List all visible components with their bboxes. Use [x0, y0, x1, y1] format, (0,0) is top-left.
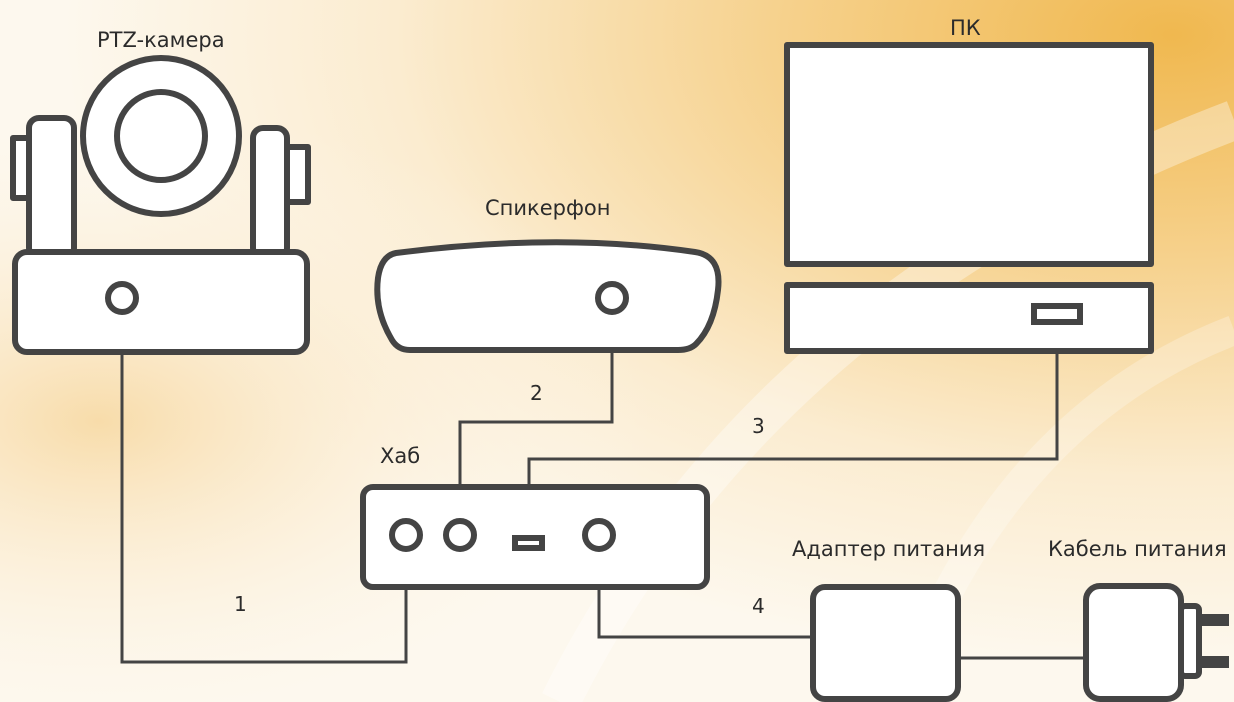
hub-icon: [360, 484, 710, 590]
speakerphone-label: Спикерфон: [485, 196, 611, 220]
pc-icon: [784, 42, 1154, 354]
connection-number-3: 3: [752, 414, 765, 438]
hub-label: Хаб: [380, 444, 421, 468]
cable-1: [120, 300, 408, 664]
camera-label: PTZ-камера: [97, 28, 225, 52]
connection-number-4: 4: [752, 594, 765, 618]
pc-label: ПК: [950, 16, 981, 40]
power-plug-icon: [1083, 583, 1229, 702]
speakerphone-icon: [374, 239, 722, 353]
power-cable-label: Кабель питания: [1048, 537, 1227, 561]
connection-number-1: 1: [234, 592, 247, 616]
ptz-camera-icon: [10, 55, 311, 355]
adapter-label: Адаптер питания: [792, 537, 986, 561]
connection-number-2: 2: [530, 381, 543, 405]
cable-2: [458, 300, 614, 532]
power-adapter-icon: [810, 584, 961, 702]
